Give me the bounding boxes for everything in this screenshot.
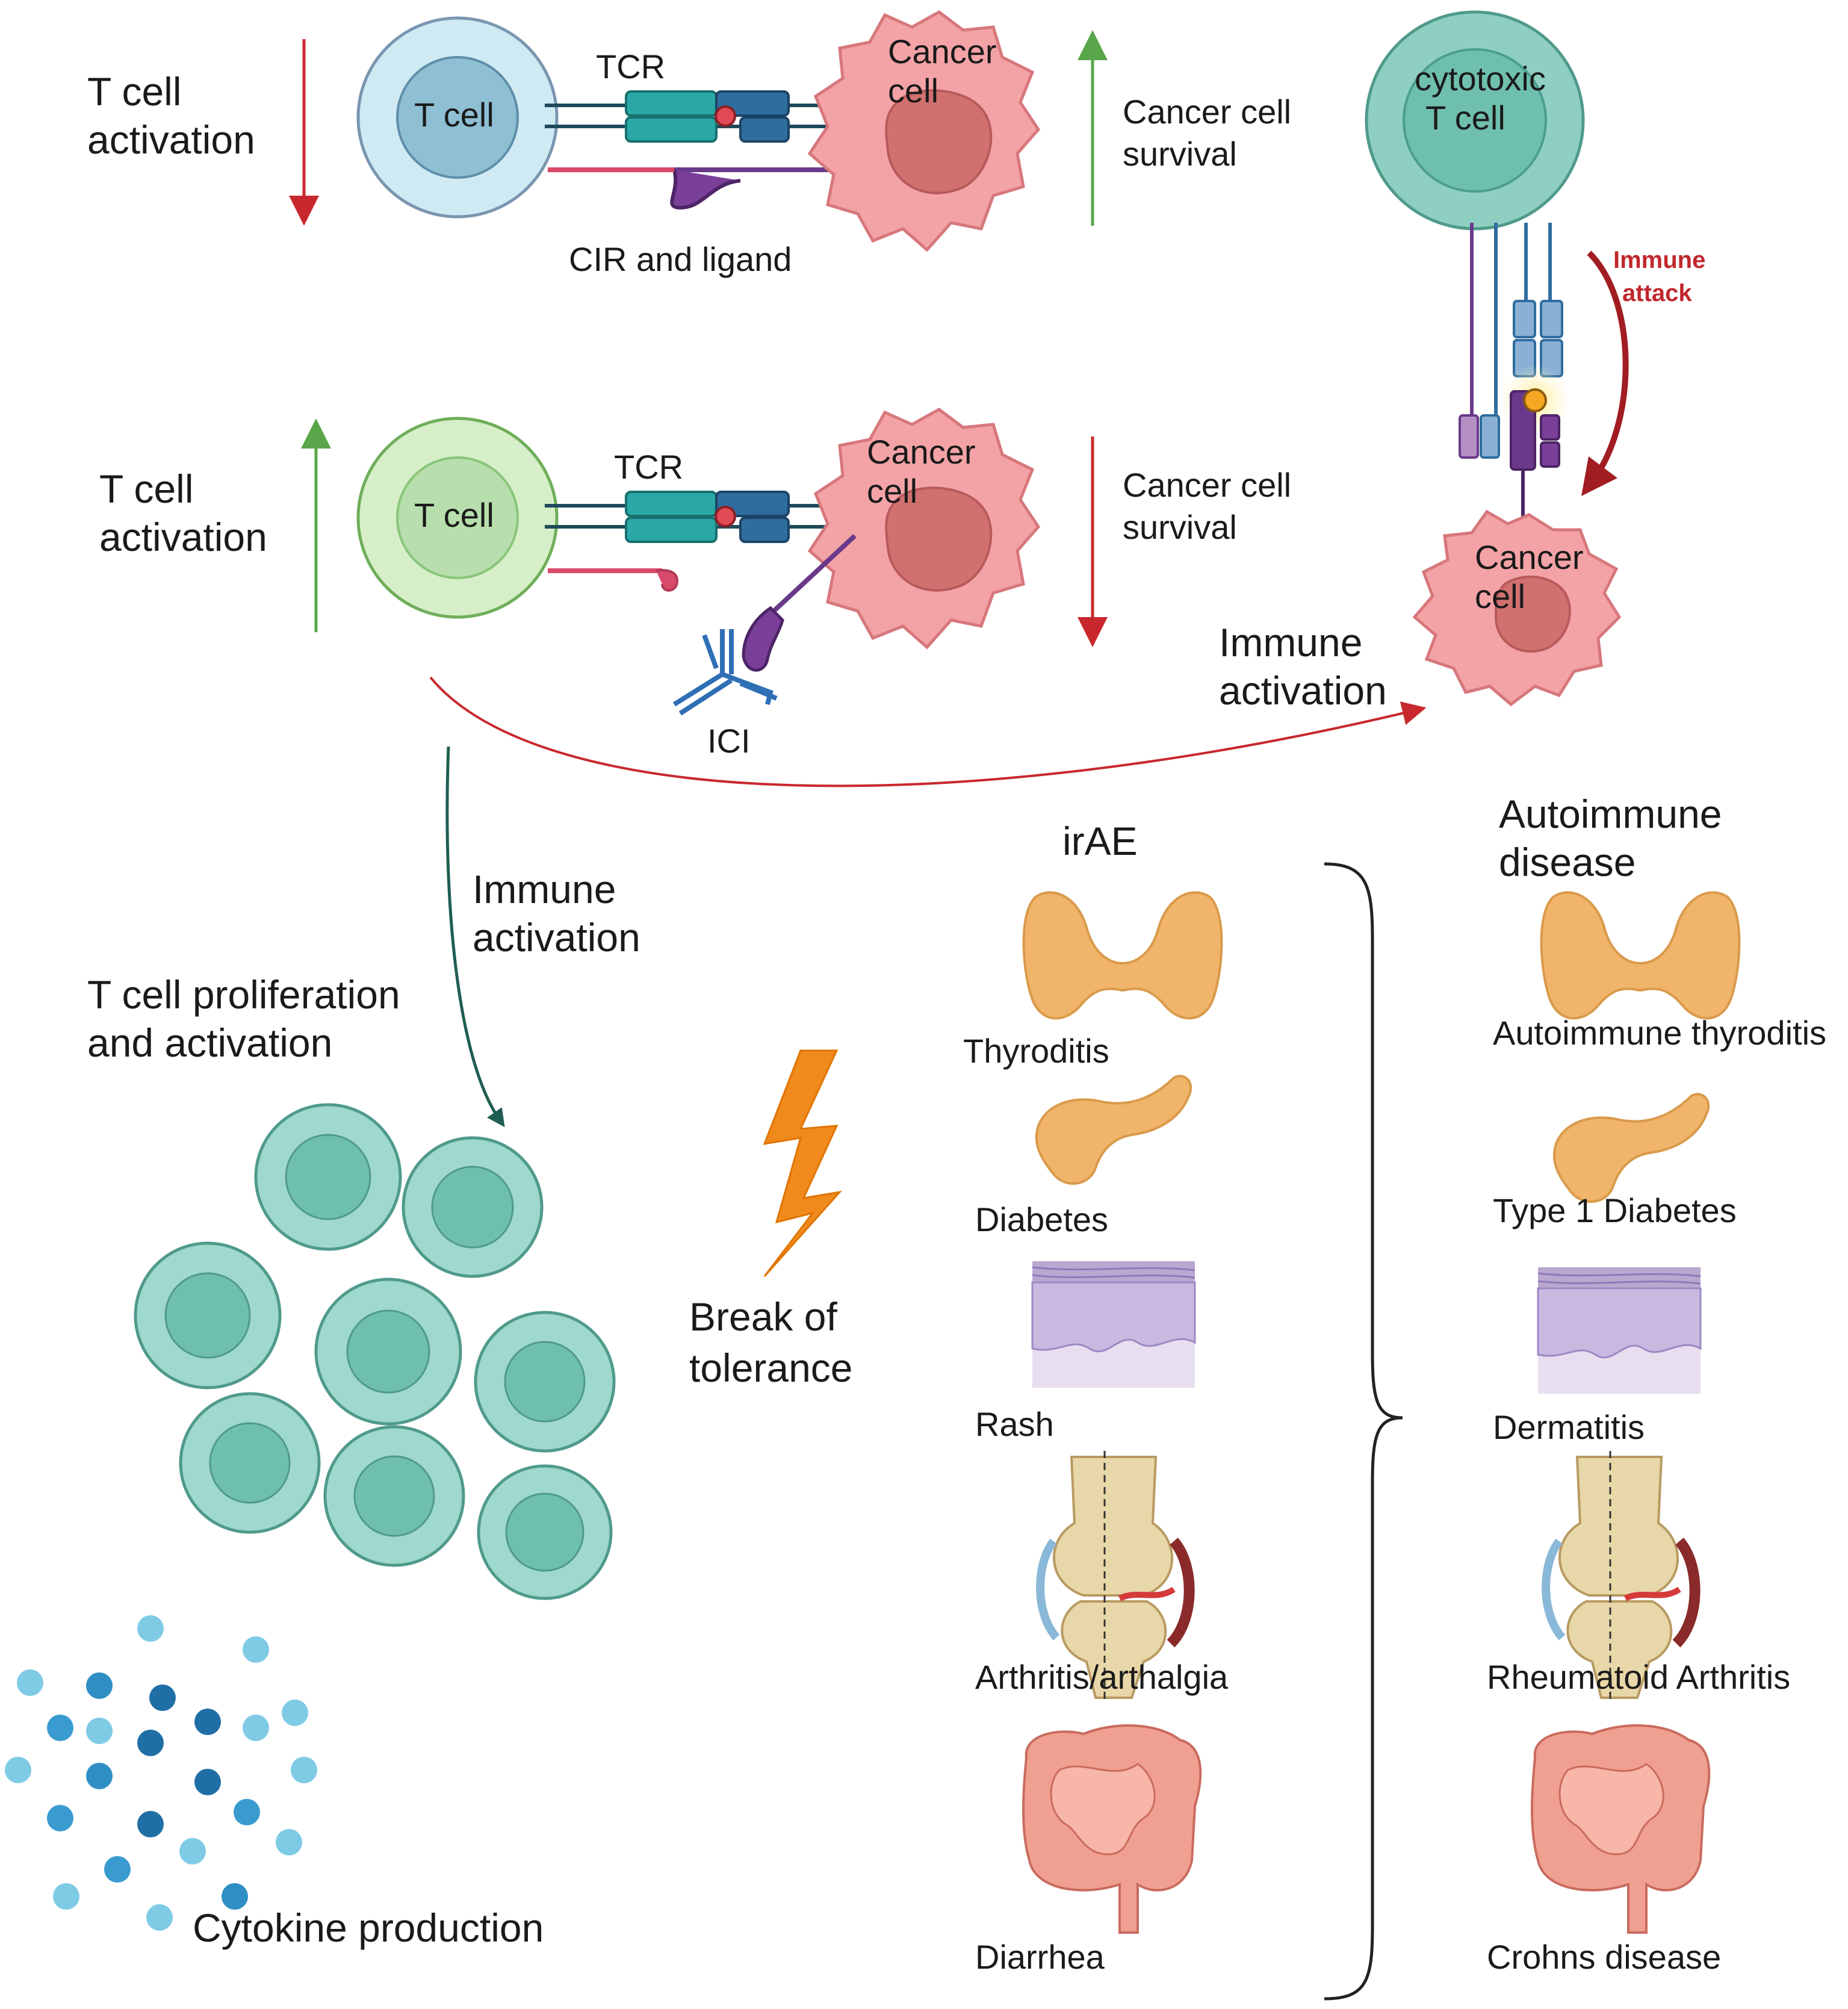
tcr-complex-top-icon	[545, 90, 849, 143]
ici-antibody-icon	[672, 534, 857, 716]
pancreas-icon	[1552, 1093, 1710, 1203]
proliferation-label: T cell proliferation	[87, 972, 400, 1017]
cancer-survival-label-mid-2: survival	[1123, 508, 1237, 546]
t-cell-clone	[314, 1278, 462, 1426]
intestine-icon	[1531, 1724, 1711, 1934]
irae-header: irAE	[1062, 819, 1138, 863]
t-cell-activation-label-mid: T cell	[99, 467, 194, 511]
brace	[1324, 862, 1403, 2001]
t-cell-middle: T cell	[356, 417, 559, 619]
immune-attack-label: Immune	[1613, 247, 1705, 273]
irae-column: irAE Thyroditis Diabetes Rash Arthritis/…	[963, 819, 1229, 1976]
t-cell-activation-label-top-2: activation	[87, 117, 255, 162]
t-cell-clone	[254, 1103, 402, 1251]
t-cell-top: T cell	[356, 16, 559, 219]
autoimmune-item-rheumatoid: Rheumatoid Arthritis	[1487, 1658, 1790, 1696]
immune-attack-label-2: attack	[1622, 280, 1692, 306]
cancer-survival-label-top-2: survival	[1123, 135, 1237, 173]
autoimmune-item-thyroditis: Autoimmune thyroditis	[1493, 1014, 1826, 1052]
autoimmune-column: Autoimmune disease Autoimmune thyroditis…	[1487, 792, 1826, 1976]
immune-activation-arrow-icon	[429, 676, 1427, 787]
middle-panel: T cell activation T cell TCR Cancer cell	[99, 408, 1291, 760]
intestine-icon	[1022, 1724, 1202, 1934]
irae-item-rash: Rash	[975, 1405, 1054, 1443]
t-cell-clone	[134, 1241, 282, 1390]
cancer-cell-label-top: Cancer	[888, 33, 997, 70]
proliferating-t-cells	[134, 1103, 616, 1600]
tcr-label-mid: TCR	[614, 448, 683, 486]
t-cell-clone	[402, 1136, 544, 1278]
cancer-cell-label-top-2: cell	[888, 72, 938, 110]
autoimmune-item-diabetes: Type 1 Diabetes	[1493, 1191, 1737, 1229]
irae-item-diabetes: Diabetes	[975, 1200, 1108, 1238]
blocked-receptor-icon	[548, 568, 679, 592]
cancer-survival-label-mid: Cancer cell	[1123, 466, 1291, 504]
thyroid-icon	[1540, 891, 1741, 1020]
autoimmune-item-crohns: Crohns disease	[1487, 1938, 1721, 1976]
pancreas-icon	[1035, 1075, 1192, 1185]
cancer-survival-label-top: Cancer cell	[1123, 93, 1291, 131]
t-cell-label-top: T cell	[414, 96, 494, 134]
tcr-complex-mid-icon	[545, 491, 849, 543]
cytotoxic-label-2: T cell	[1425, 99, 1505, 137]
cancer-cell-top: Cancer cell	[807, 10, 1041, 252]
cancer-cell-middle: Cancer cell	[807, 408, 1041, 650]
skin-rash-icon	[1537, 1267, 1702, 1394]
break-tolerance-label: Break of	[689, 1294, 837, 1339]
cancer-cell-label-right-2: cell	[1475, 577, 1525, 615]
t-cell-clone	[179, 1392, 321, 1534]
tcr-label-top: TCR	[596, 48, 665, 85]
top-panel: T cell activation T cell TCR CIR and lig…	[87, 10, 1291, 278]
break-tolerance-label-2: tolerance	[689, 1346, 853, 1390]
cir-and-ligand-top-icon	[548, 167, 849, 210]
immune-activation-label-right: Immune	[1219, 620, 1362, 665]
irae-item-diarrhea: Diarrhea	[975, 1938, 1105, 1976]
left-lower-panel: Immune activation T cell proliferation a…	[5, 746, 640, 1950]
t-cell-clone	[477, 1464, 613, 1600]
cytokines	[5, 1615, 317, 1931]
cancer-cell-label-mid: Cancer	[867, 433, 976, 471]
cytokine-production-label: Cytokine production	[193, 1905, 544, 1950]
immune-activation-label-left: Immune	[473, 867, 616, 911]
t-cell-clone	[323, 1425, 465, 1567]
cancer-cell-label-mid-2: cell	[867, 472, 917, 510]
t-cell-activation-label-top: T cell	[87, 69, 182, 114]
autoimmune-item-dermatitis: Dermatitis	[1493, 1408, 1645, 1446]
immune-activation-label-left-2: activation	[473, 915, 640, 960]
lightning-icon	[763, 1049, 842, 1277]
t-cell-activation-label-mid-2: activation	[99, 515, 267, 559]
skin-rash-icon	[1031, 1261, 1196, 1388]
irae-item-arthritis: Arthritis/arthalgia	[975, 1658, 1229, 1696]
right-panel: cytotoxic T cell Immune attack	[429, 10, 1705, 787]
ici-label: ICI	[707, 722, 751, 760]
immune-synapse-icon	[1459, 223, 1571, 530]
cancer-cell-right: Cancer cell	[1412, 509, 1622, 707]
cytotoxic-label: cytotoxic	[1415, 60, 1546, 98]
autoimmune-header: Autoimmune	[1499, 792, 1722, 836]
joint-icon	[1036, 1451, 1195, 1704]
cir-and-ligand-label: CIR and ligand	[569, 240, 792, 278]
proliferation-label-2: and activation	[87, 1020, 332, 1065]
cancer-cell-label-right: Cancer	[1475, 538, 1584, 576]
center-panel: Break of tolerance	[689, 1049, 853, 1390]
autoimmune-header-2: disease	[1499, 840, 1636, 884]
immune-attack-arrow-icon	[1581, 250, 1629, 497]
irae-item-thyroditis: Thyroditis	[963, 1032, 1109, 1070]
thyroid-icon	[1022, 891, 1223, 1020]
immune-activation-arrow-down-icon	[445, 746, 505, 1128]
cytotoxic-t-cell: cytotoxic T cell	[1365, 10, 1585, 231]
immune-activation-label-right-2: activation	[1219, 668, 1387, 713]
t-cell-label-mid: T cell	[414, 496, 494, 534]
joint-icon	[1542, 1451, 1701, 1704]
t-cell-clone	[474, 1311, 616, 1453]
